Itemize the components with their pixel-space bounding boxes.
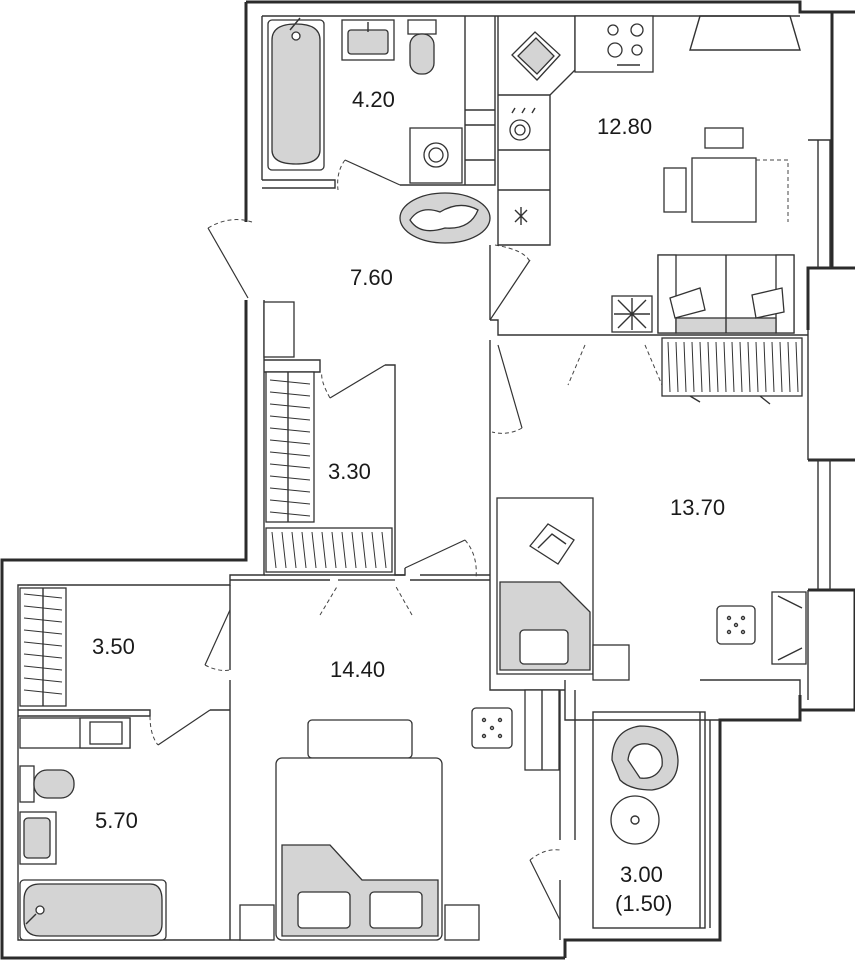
area-label-balcony: 3.00 xyxy=(620,862,663,887)
nightstands-main xyxy=(239,904,480,941)
kitchen-sink xyxy=(511,31,561,81)
speaker-main xyxy=(471,707,513,749)
area-label-storage: 3.50 xyxy=(92,634,135,659)
doors xyxy=(149,159,663,921)
closet-shelves xyxy=(265,371,393,573)
sofa xyxy=(657,254,795,334)
range-hood xyxy=(689,15,801,51)
area-label-bathroom-top: 4.20 xyxy=(352,87,395,112)
nightstand xyxy=(592,644,630,681)
shoe-cabinet xyxy=(263,301,295,358)
plant xyxy=(611,295,653,333)
wardrobe-main xyxy=(524,689,560,771)
kitchen-counter xyxy=(497,15,654,246)
area-label-hallway: 7.60 xyxy=(350,265,393,290)
interior-walls xyxy=(18,16,808,940)
desk-right xyxy=(771,591,807,665)
storage-shelves xyxy=(19,587,67,707)
area-labels: 4.20 12.80 7.60 3.30 13.70 3.50 14.40 5.… xyxy=(92,87,725,916)
bathroom-counter xyxy=(19,717,131,749)
balcony-furniture xyxy=(592,711,711,929)
sink-bottom xyxy=(19,811,57,865)
laptop xyxy=(529,523,575,565)
speaker-right xyxy=(716,605,756,645)
radiator-kitchen xyxy=(661,337,803,405)
single-bed xyxy=(496,497,594,675)
double-bed xyxy=(275,719,443,941)
area-label-bathroom-bottom: 5.70 xyxy=(95,808,138,833)
fridge xyxy=(514,207,528,225)
toilet-top xyxy=(407,19,437,75)
dining-table xyxy=(663,127,789,223)
area-label-kitchen: 12.80 xyxy=(597,114,652,139)
toilet-bottom xyxy=(19,765,75,803)
area-label-balcony-reduced: (1.50) xyxy=(615,891,672,916)
pet-bed xyxy=(399,192,491,244)
bathtub-bottom xyxy=(19,879,167,941)
washing-machine xyxy=(409,127,463,184)
oven xyxy=(509,107,536,141)
sink-top xyxy=(341,19,395,61)
bathtub-top xyxy=(267,17,325,171)
area-label-closet: 3.30 xyxy=(328,459,371,484)
area-label-bedroom-right: 13.70 xyxy=(670,495,725,520)
area-label-bedroom-main: 14.40 xyxy=(330,657,385,682)
